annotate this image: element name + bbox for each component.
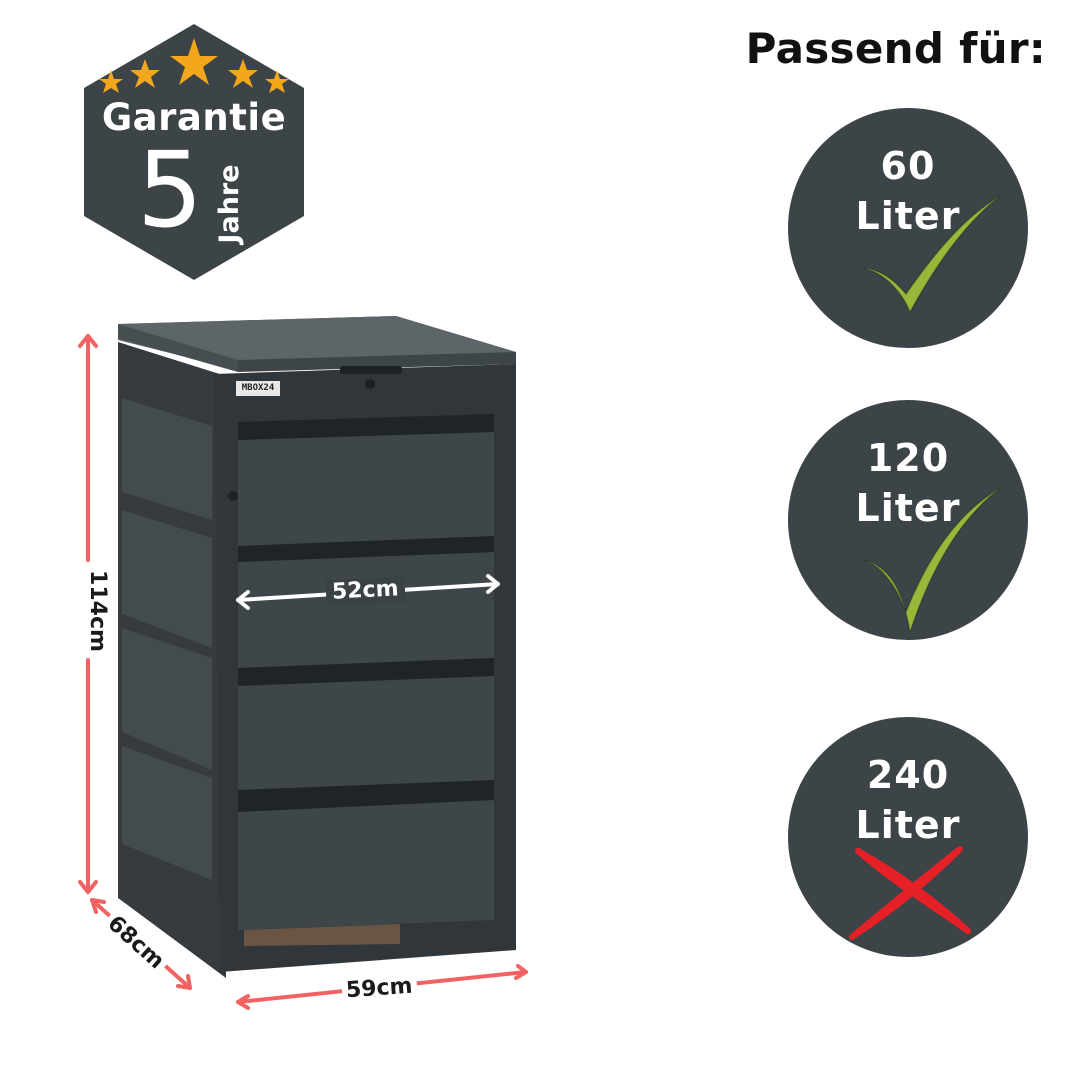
compat-unit: Liter (855, 803, 961, 847)
compatibility-heading: Passend für: (745, 24, 1046, 73)
rating-stars-icon (99, 38, 289, 93)
compat-amount: 60 (880, 144, 936, 188)
compat-circle-120 (788, 400, 1028, 640)
compat-amount: 240 (866, 753, 950, 797)
badge-number: 5 (136, 129, 204, 251)
compat-circle-60 (788, 108, 1028, 348)
cross-icon (849, 846, 971, 940)
compat-unit: Liter (855, 486, 961, 530)
compat-unit: Liter (855, 194, 961, 238)
brand-plate: MBOX24 (236, 381, 280, 396)
star-icon (130, 59, 160, 88)
height-label: 114cm (83, 566, 110, 656)
star-icon (228, 59, 258, 88)
width-label: 59cm (341, 973, 418, 1005)
star-icon (99, 70, 123, 93)
check-icon (863, 487, 1001, 633)
badge-title: Garantie (101, 96, 287, 139)
inner-width-label: 52cm (325, 575, 406, 607)
check-icon (863, 195, 1001, 314)
compat-circle-240 (788, 717, 1028, 957)
compat-amount: 120 (866, 436, 950, 480)
star-icon (265, 70, 289, 93)
star-icon (170, 38, 218, 85)
warranty-badge (84, 24, 304, 280)
